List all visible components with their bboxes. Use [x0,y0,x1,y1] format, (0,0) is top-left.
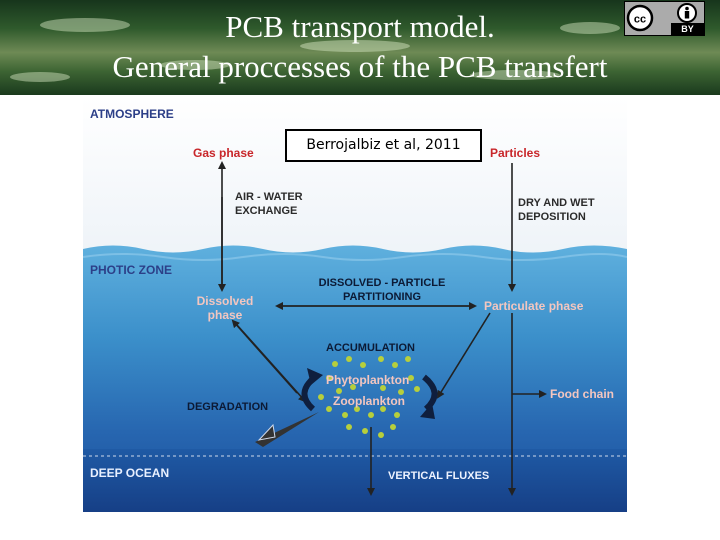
plankton-dots [318,356,420,438]
vertical-fluxes-label: VERTICAL FLUXES [388,470,490,482]
cc-by-license-badge[interactable]: cc BY [624,1,705,36]
phytoplankton-label: Phytoplankton [326,373,410,387]
attribution-icon [677,3,697,23]
partitioning-label: DISSOLVED - PARTICLE PARTITIONING [318,277,446,303]
slide-title-line-1: PCB transport model. [225,9,495,44]
cc-icon: cc [626,4,654,32]
degradation-label: DEGRADATION [187,401,269,413]
gas-phase-label: Gas phase [193,146,254,160]
air-water-exchange-label: AIR - WATER EXCHANGE [235,191,303,217]
atmosphere-background [83,97,627,257]
pcb-transport-diagram: ATMOSPHERE PHOTIC ZONE DEEP OCEAN Gas ph… [83,97,627,512]
atmosphere-zone-label: ATMOSPHERE [90,107,174,121]
accumulation-label: ACCUMULATION [326,342,416,354]
degradation-arrow [255,412,319,447]
citation-box: Berrojalbiz et al, 2011 [285,129,482,162]
svg-text:cc: cc [634,14,646,26]
plankton-loop-right [422,374,438,412]
deep-ocean-zone-label: DEEP OCEAN [90,466,170,480]
deep-ocean-band [83,449,627,512]
particulate-phase-label: Particulate phase [484,299,584,313]
plankton-to-dissolved-arrow [231,319,298,394]
zooplankton-label: Zooplankton [333,394,405,408]
photic-zone-label: PHOTIC ZONE [90,263,173,277]
dry-wet-deposition-label: DRY AND WET DEPOSITION [518,197,595,223]
particles-label: Particles [490,146,541,160]
sea-surface [83,245,627,512]
food-chain-label: Food chain [550,387,614,401]
license-by-label: BY [671,23,704,35]
slide-header: PCB transport model. General proccesses … [0,0,720,95]
particulate-to-plankton-arrow [436,312,491,399]
dissolved-phase-label: Dissolved phase [196,294,254,322]
slide-title-line-2: General proccesses of the PCB transfert [112,49,608,84]
